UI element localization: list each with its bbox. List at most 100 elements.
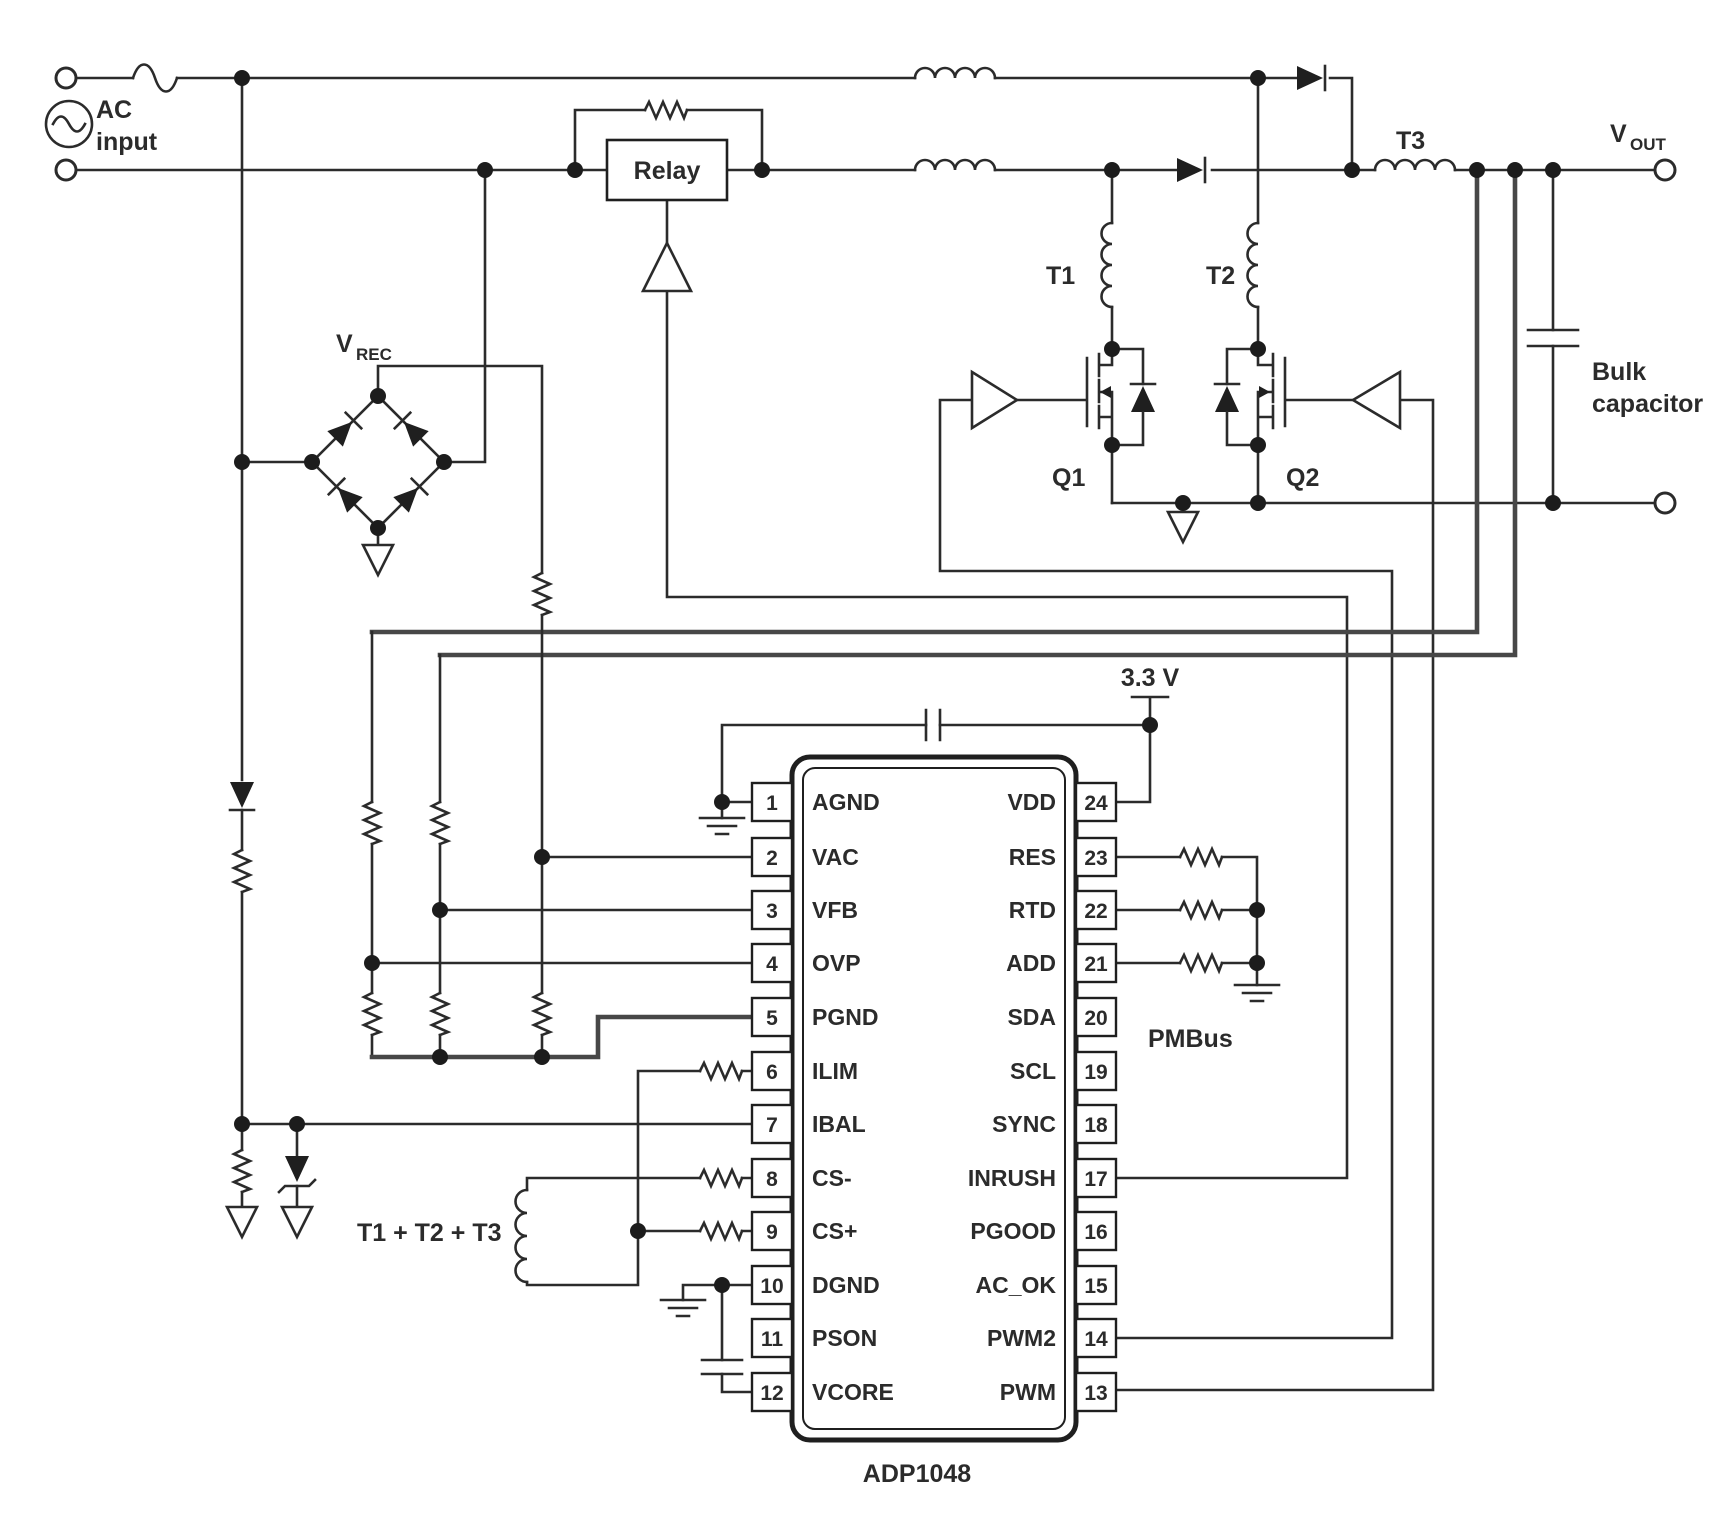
text-labels: AC input V REC T1 T2 T3 Q1 Q2 V OUT Bulk…	[96, 96, 1703, 1488]
svg-text:12: 12	[760, 1382, 783, 1405]
svg-text:10: 10	[760, 1275, 783, 1298]
ac-source	[44, 99, 94, 149]
svg-text:2: 2	[766, 847, 778, 870]
t2-label: T2	[1206, 262, 1235, 290]
left-res-ground-icon	[224, 1205, 260, 1240]
boost-diode-top-icon	[1297, 64, 1327, 92]
ic-left-pin-numbers: 1 2 3 4 5 6 7 8 9 10 11 12	[760, 792, 783, 1405]
svg-text:13: 13	[1084, 1382, 1107, 1405]
fuse-symbol	[131, 63, 179, 93]
add-pin-resistor	[1178, 951, 1224, 975]
svg-text:6: 6	[766, 1061, 778, 1084]
svg-text:21: 21	[1084, 953, 1108, 976]
relay-bypass-resistor	[643, 98, 689, 122]
wires	[73, 63, 1658, 1394]
pgnd-rail-wire	[369, 1014, 755, 1060]
relay: Relay	[605, 138, 729, 202]
svg-text:VFB: VFB	[812, 897, 858, 923]
part-number-label: ADP1048	[863, 1460, 971, 1488]
svg-text:PWM2: PWM2	[987, 1325, 1056, 1351]
ic-left-pin-names: AGND VAC VFB OVP PGND ILIM IBAL CS- CS+ …	[812, 789, 894, 1405]
t2-coil	[1246, 221, 1260, 309]
vdd-33v-wire	[1114, 695, 1170, 804]
q1-label: Q1	[1052, 464, 1085, 492]
dgnd-vcore-wire	[681, 1283, 754, 1394]
ct-coil	[514, 1188, 529, 1284]
ac-terminal-bottom	[54, 158, 78, 182]
boost-diode-bottom-icon	[1177, 156, 1207, 184]
vcore-cap-plates	[700, 1358, 744, 1376]
ac-label-line2: input	[96, 128, 158, 156]
ic-left-pin-boxes	[750, 781, 794, 1413]
ic-adp1048: 1 2 3 4 5 6 7 8 9 10 11 12 24 23 22 21 2…	[750, 754, 1118, 1443]
left-branch-diode-icon	[228, 782, 256, 812]
wire-ac-line1	[73, 76, 1354, 172]
cs-minus-resistor	[698, 1166, 744, 1190]
svg-text:18: 18	[1084, 1114, 1108, 1137]
bridge-diamond	[310, 394, 446, 530]
q2-label: Q2	[1286, 464, 1319, 492]
left-sense-branch-wire	[240, 76, 754, 1209]
ic-right-pin-names: VDD RES RTD ADD SDA SCL SYNC INRUSH PGOO…	[968, 789, 1057, 1405]
vout-label-sub: OUT	[1630, 135, 1667, 154]
bridge-diode-lt-icon	[327, 410, 364, 447]
relay-bypass-wire	[573, 108, 764, 172]
vout-terminal-negative	[1653, 491, 1677, 515]
vrec-label-sub: REC	[356, 345, 392, 364]
vrec-divider-res-bottom	[530, 991, 554, 1037]
svg-text:PSON: PSON	[812, 1325, 877, 1351]
svg-text:VAC: VAC	[812, 844, 859, 870]
ct-label: T1 + T2 + T3	[357, 1219, 502, 1247]
mosfet-q2	[1225, 347, 1355, 505]
svg-text:VCORE: VCORE	[812, 1379, 894, 1405]
ic-right-pin-numbers: 24 23 22 21 20 19 18 17 16 15 14 13	[1084, 792, 1108, 1405]
bridge-rectifier	[310, 394, 446, 530]
agnd-pin-wire	[720, 723, 1152, 820]
t3-label: T3	[1396, 127, 1425, 155]
ac-terminal-top	[54, 66, 78, 90]
bulk-capacitor-plates	[1526, 328, 1580, 348]
ovp-sense-wire	[369, 167, 1480, 635]
vout-label: V	[1610, 120, 1627, 148]
svg-text:AGND: AGND	[812, 789, 880, 815]
vfb-divider-res-bottom	[428, 991, 452, 1037]
t3-inductor-coil	[1373, 158, 1457, 172]
relay-label: Relay	[634, 157, 701, 185]
q2-arrow-icon	[1259, 386, 1270, 398]
svg-text:15: 15	[1084, 1275, 1108, 1298]
svg-text:SYNC: SYNC	[992, 1111, 1056, 1137]
cs-plus-resistor	[698, 1219, 744, 1243]
svg-text:24: 24	[1084, 792, 1108, 815]
vrec-sense-wire	[240, 168, 544, 1059]
svg-text:OVP: OVP	[812, 950, 861, 976]
ovp-divider-res-bottom	[360, 991, 384, 1037]
svg-text:11: 11	[761, 1328, 784, 1351]
ilim-resistor	[698, 1059, 744, 1083]
emi-inductor-top-coil	[913, 66, 997, 80]
vdd-bypass-cap-plates	[924, 708, 942, 742]
zener-diode-icon	[277, 1156, 317, 1194]
relay-driver-triangle-icon	[640, 240, 694, 293]
ic-right-pin-boxes	[1074, 781, 1118, 1413]
relay-drive-to-inrush-wire	[665, 198, 1349, 1180]
svg-text:ILIM: ILIM	[812, 1058, 858, 1084]
rtd-pin-resistor	[1178, 898, 1224, 922]
pwm2-gate-route-wire	[938, 398, 1394, 1340]
dgnd-earth-bars	[659, 1298, 707, 1318]
q2-body-diode-icon	[1213, 382, 1241, 412]
ilim-cs-ct-wire	[525, 1069, 754, 1287]
res-rtd-add-wires	[1114, 855, 1259, 987]
ic-inner-body	[802, 767, 1066, 1430]
q1-gate-driver-icon	[970, 369, 1020, 431]
junction-dots	[234, 70, 1561, 1293]
t1-coil	[1100, 221, 1114, 309]
svg-text:SCL: SCL	[1010, 1058, 1056, 1084]
vout-terminal-positive	[1653, 158, 1677, 182]
pmbus-label: PMBus	[1148, 1025, 1233, 1053]
svg-text:16: 16	[1084, 1221, 1107, 1244]
secondary-return-rail	[1110, 501, 1658, 514]
svg-text:3: 3	[766, 900, 778, 923]
ac-sine-icon	[51, 115, 87, 133]
svg-text:17: 17	[1084, 1168, 1107, 1191]
